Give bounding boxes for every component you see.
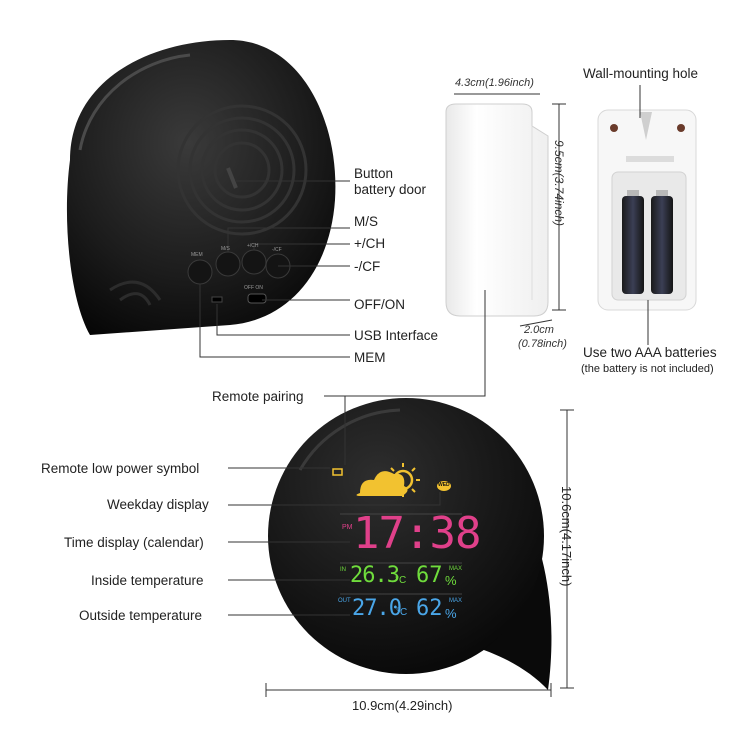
weekday-text: WED <box>438 482 450 488</box>
label-outside-temp: Outside temperature <box>79 608 203 623</box>
in-label: IN <box>340 567 346 573</box>
inside-humidity-pct: % <box>445 573 457 588</box>
label-button: Button <box>354 166 394 181</box>
label-ms: M/S <box>354 214 379 229</box>
pm-indicator: PM <box>342 524 353 531</box>
outside-temp-value: 27.0 <box>352 596 402 621</box>
outside-temp-unit: °C <box>396 607 408 618</box>
mark-ch: +/CH <box>247 243 259 249</box>
sensor-side-view <box>445 103 549 317</box>
front-width: 10.9cm(4.29inch) <box>352 698 453 713</box>
label-wall-hole: Wall-mounting hole <box>583 66 699 81</box>
label-cf: -/CF <box>354 259 381 274</box>
sensor-depth-1: 2.0cm <box>524 324 554 336</box>
outside-max: MAX <box>449 598 463 604</box>
label-battery-door: battery door <box>354 182 427 197</box>
front-height: 10.6cm(4.17inch) <box>559 486 574 587</box>
out-label: OUT <box>338 598 351 604</box>
front-unit <box>268 398 552 690</box>
sensor-height: 9.5cm(3.74inch) <box>552 140 566 227</box>
label-weekday-display: Weekday display <box>107 497 209 512</box>
inside-temp-value: 26.3 <box>350 563 400 588</box>
outside-humidity-pct: % <box>445 606 457 621</box>
time-digits: 17:38 <box>353 508 481 559</box>
leader-lines <box>199 85 649 697</box>
label-ch: +/CH <box>354 236 386 251</box>
label-off-on: OFF/ON <box>354 297 405 312</box>
inside-temp-unit: °C <box>395 575 407 586</box>
label-batteries: Use two AAA batteries <box>583 345 717 360</box>
label-usb-interface: USB Interface <box>354 328 439 343</box>
label-mem: MEM <box>354 350 386 365</box>
sensor-width: 4.3cm(1.96inch) <box>455 77 534 89</box>
mark-ms: M/S <box>221 246 230 252</box>
sensor-depth-2: (0.78inch) <box>518 338 567 350</box>
mark-cf: -/CF <box>272 247 282 253</box>
sensor-back-view <box>597 109 697 311</box>
inside-max: MAX <box>449 566 463 572</box>
outside-humidity-value: 62 <box>416 596 443 621</box>
mark-switch: OFF ON <box>244 285 263 291</box>
back-unit <box>66 40 336 335</box>
label-time-display: Time display (calendar) <box>64 535 204 550</box>
mark-mem: MEM <box>191 252 203 258</box>
label-inside-temp: Inside temperature <box>91 573 204 588</box>
label-battery-note: (the battery is not included) <box>581 363 714 375</box>
label-remote-low-power: Remote low power symbol <box>41 461 200 476</box>
label-remote-pairing: Remote pairing <box>212 389 304 404</box>
inside-humidity-value: 67 <box>416 563 443 588</box>
